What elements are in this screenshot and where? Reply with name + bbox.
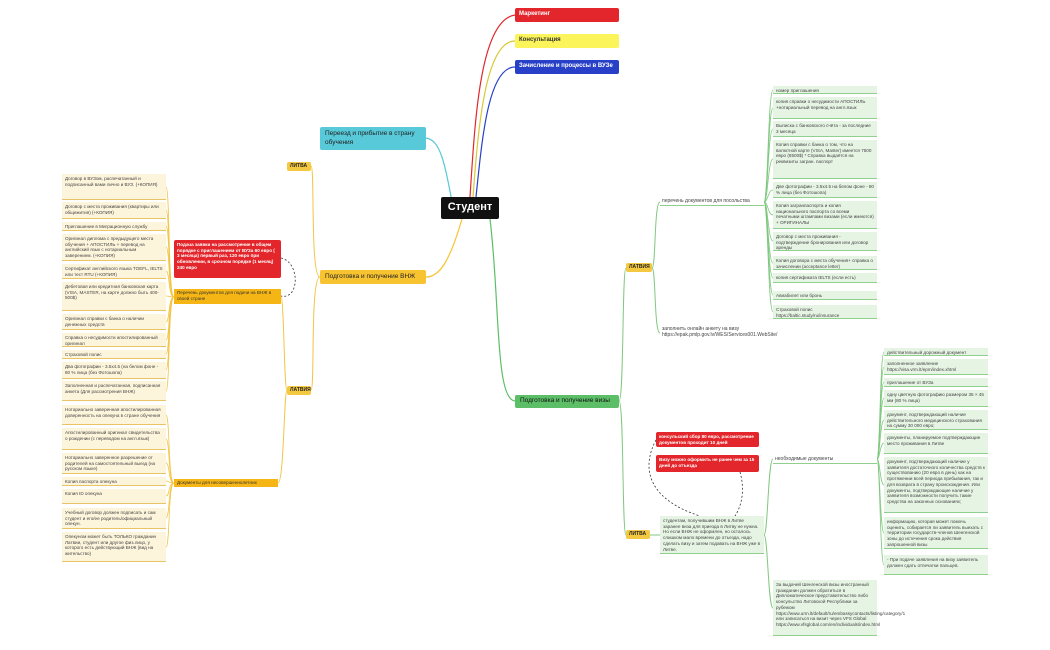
connector-visa-dashed-2 <box>734 471 743 517</box>
residence-docs-item[interactable]: Приглашение в Миграционную службу <box>62 222 166 231</box>
visa-lithuania_docs-item[interactable]: заполненное заявление https://visa.vrm.l… <box>884 359 988 375</box>
visa-lithuania_docs-item[interactable]: документ, подтверждающий наличие у заяви… <box>884 457 988 513</box>
visa-lithuania_docs-item[interactable]: одну цветную фотографию размером 35 × 45… <box>884 390 988 407</box>
residence-docs-item[interactable]: Страховой полис <box>62 350 166 359</box>
branch-visa[interactable]: Подготовка и получение визы <box>515 395 619 408</box>
connector-visa-dashed-1 <box>648 439 701 517</box>
visa-latvia_docs-item[interactable]: номер приглашения <box>773 86 877 94</box>
visa-lithuania_docs-item[interactable]: приглашение от ВУЗа <box>884 378 988 387</box>
connector-visa-lt-leaf <box>876 419 885 460</box>
connector-res-doc-leaf <box>165 296 175 392</box>
residence-docs-item[interactable]: Договор в ВУЗом, распечатанный и подписа… <box>62 174 166 200</box>
visa-lithuania_docs-item[interactable]: документы, планируемое подтверждающие ме… <box>884 433 988 454</box>
visa-lithuania_docs-item[interactable]: действительный дорожный документ <box>884 348 988 356</box>
connector-res-doc-leaf <box>165 246 175 298</box>
visa-latvia-online[interactable]: заполнить онлайн анкету на визу https://… <box>662 326 778 339</box>
branch-marketing[interactable]: Маркетинг <box>515 8 619 22</box>
residence-docs-item[interactable]: Заполненная и распечатанная, подписанная… <box>62 381 166 401</box>
residence-docs-item[interactable]: Два фотографии - 3.5х4.5 (на белом фоне … <box>62 362 166 379</box>
visa-latvia_docs-item[interactable]: копия сертификата IELTS (если есть) <box>773 273 877 283</box>
residence-fee-note[interactable]: Подача заявки на рассмотрение в общем по… <box>174 240 281 278</box>
visa-lithuania_docs-item[interactable]: - При подаче заявления на визу заявитель… <box>884 555 988 575</box>
residence-docs-item[interactable]: Дебетовая или кредитная банковская карта… <box>62 282 166 311</box>
visa-latvia_docs-item[interactable]: Копия договора с места обучения+ справка… <box>773 256 877 270</box>
visa-lithuania-timing[interactable]: Визу можно оформить не ранее чем за 15 д… <box>656 455 759 472</box>
connector-marketing <box>469 14 516 198</box>
visa-lithuania-fee[interactable]: консульский сбор 80 евро, рассмотрение д… <box>656 432 759 447</box>
visa-latvia_docs-item[interactable]: Страховой полис https://baltic.study/ru/… <box>773 305 877 319</box>
connector-visa-lt-leaf <box>876 458 885 566</box>
connector-visa-lv-leaf <box>763 158 774 203</box>
residence-minor_docs-item[interactable]: Апостилированный оригинал свидетельства … <box>62 428 166 450</box>
residence-docs-item[interactable]: Оригинал диплома с предыдущего места обу… <box>62 234 166 261</box>
visa-lithuania-label[interactable]: ЛИТВА <box>626 530 650 539</box>
residence-lithuania-label[interactable]: ЛИТВА <box>287 162 311 171</box>
connector-visa-lv-leaf <box>763 201 774 296</box>
branch-relocation[interactable]: Переезд и прибытие в страну обучения <box>320 127 426 150</box>
connector-res-lv <box>310 276 321 391</box>
visa-latvia_docs-item[interactable]: Копия загранпаспорта и копия национально… <box>773 201 877 229</box>
connector-res-minor-leaf <box>165 438 175 484</box>
visa-latvia_docs-item[interactable]: копия справки о несудимости АПОСТИЛЬ +но… <box>773 97 877 119</box>
visa-lithuania-main[interactable]: студентам, получившим ВНЖ в Литве заране… <box>660 516 764 554</box>
residence-minor_docs-item[interactable]: Учебный договор должен подписать и сам с… <box>62 508 166 529</box>
visa-lithuania-schengen[interactable]: За выдачей Шенгенской визы иностранный г… <box>773 580 905 636</box>
visa-latvia_docs-item[interactable]: Копия справки с банка о том, что на валю… <box>773 140 877 179</box>
visa-latvia_docs-item[interactable]: Выписка с банковского счёта - за последн… <box>773 121 877 137</box>
connector-res-minor-leaf <box>165 482 175 548</box>
connector-res-minor-leaf <box>165 462 175 484</box>
connector-visa-lt-leaf <box>876 458 885 486</box>
residence-minor-header[interactable]: Документы для несовершеннолетних <box>174 479 278 487</box>
connector-res-minor <box>277 389 288 484</box>
residence-docs-item[interactable]: Оригинал справки с банка о наличии денеж… <box>62 314 166 330</box>
visa-latvia_docs-item[interactable]: Договор с места проживания - подтвержден… <box>773 232 877 251</box>
residence-docs-item[interactable]: Сертификат английского языка TOEFL, IELT… <box>62 264 166 279</box>
connector-consultation <box>472 40 516 198</box>
connector-visa-lv <box>618 267 627 402</box>
residence-docs-item[interactable]: Договор с места проживания (квартиры или… <box>62 202 166 219</box>
connector-visa-lv-online <box>651 267 661 334</box>
residence-minor_docs-item[interactable]: Копия паспорта опекуна <box>62 477 166 486</box>
connector-res-docs <box>280 296 288 391</box>
visa-latvia-label[interactable]: ЛАТВИЯ <box>626 263 652 272</box>
residence-docs-header[interactable]: Перечень документов для подачи на ВНЖ в … <box>174 289 281 304</box>
connector-res-doc-leaf <box>165 270 175 298</box>
residence-latvia-label[interactable]: ЛАТВИЯ <box>287 386 311 395</box>
branch-residence[interactable]: Подготовка и получение ВНЖ <box>320 270 426 284</box>
connector-visa-lv-leaf <box>763 201 774 313</box>
visa-latvia_docs-item[interactable]: Авиабилет или бронь <box>773 291 877 300</box>
residence-minor_docs-item[interactable]: Нотариально заверенное разрешение от род… <box>62 453 166 474</box>
connector-visa-lt-leaf <box>876 442 885 460</box>
branch-enrollment[interactable]: Зачисление и процессы в ВУЗе <box>515 60 619 74</box>
connector-visa-lv-leaf <box>763 189 774 203</box>
residence-docs-item[interactable]: Справка о несудимости апостилированный о… <box>62 333 166 347</box>
connector-visa-lv-docs <box>651 201 661 269</box>
visa-lithuania_docs-item[interactable]: информацию, которая может помочь оценить… <box>884 517 988 549</box>
branch-consultation[interactable]: Консультация <box>515 34 619 48</box>
connector-residence <box>425 218 463 278</box>
residence-minor_docs-item[interactable]: Копия ID опекуна <box>62 489 166 504</box>
residence-minor_docs-item[interactable]: Опекуном может быть ТОЛЬКО гражданин Лат… <box>62 532 166 562</box>
connector-visa-lt <box>618 400 627 536</box>
connector-visa-lt-docs <box>763 458 774 536</box>
connector-res-dashed <box>280 257 296 297</box>
visa-latvia_docs-item[interactable]: Две фотографии - 3.5х4.5 на белом фоне -… <box>773 182 877 198</box>
visa-latvia-docs-header[interactable]: перечень документов для посольства <box>660 197 764 206</box>
connector-enrollment <box>475 66 516 198</box>
connector-visa-lt-schengen <box>763 534 774 609</box>
visa-lithuania_docs-item[interactable]: документ, подтверждающий наличие действи… <box>884 410 988 430</box>
connector-res-lt <box>310 165 321 278</box>
residence-minor_docs-item[interactable]: Нотариально заверенная апостилированная … <box>62 405 166 425</box>
connector-visa <box>489 218 516 402</box>
visa-lithuania-docs-header[interactable]: необходимые документы <box>773 455 877 464</box>
root-node[interactable]: Студент <box>441 197 499 219</box>
